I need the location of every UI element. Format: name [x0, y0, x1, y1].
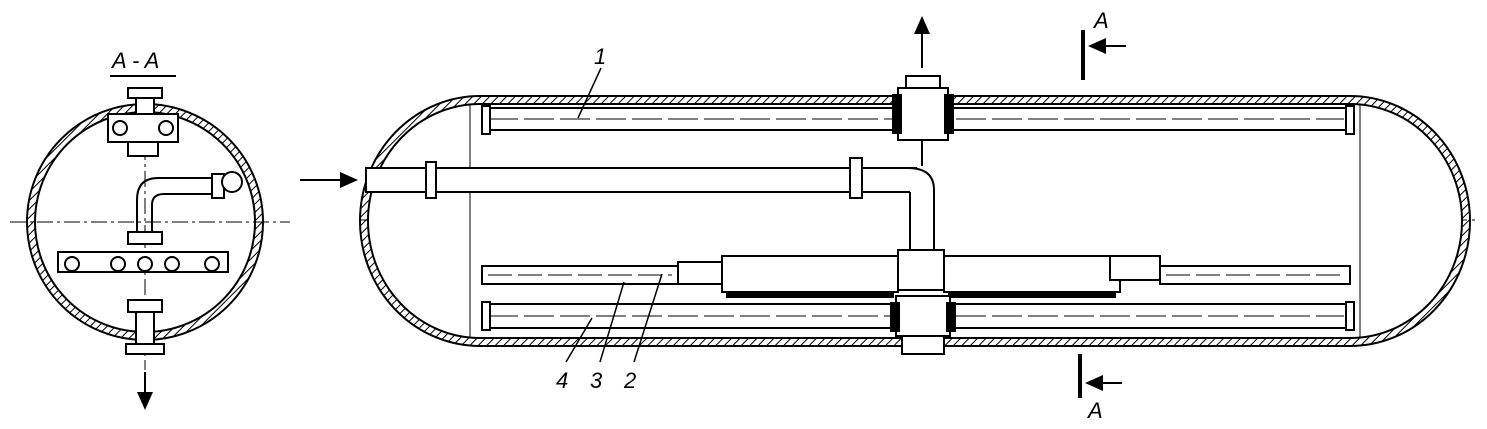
section-title: A - A	[110, 48, 159, 73]
section-top-tube-left	[112, 120, 128, 136]
section-tube-1	[64, 256, 80, 272]
leader-2	[633, 273, 663, 363]
lower-tube-right-end	[1345, 301, 1355, 331]
upper-tube-right-end	[1345, 105, 1355, 135]
lower-tube-left-end	[481, 301, 491, 331]
section-inlet-flange-lower	[127, 231, 163, 245]
upper-tube-left-end	[481, 105, 491, 135]
section-top-nozzle-flange	[127, 87, 163, 99]
bottom-collector-flange-right	[946, 302, 956, 332]
inlet-pipe	[365, 167, 917, 193]
middle-collector-right	[943, 255, 1121, 293]
section-top-nozzle	[135, 97, 155, 115]
section-tube-2	[110, 256, 126, 272]
section-bottom-nozzle	[135, 311, 155, 347]
bottom-nozzle	[901, 335, 945, 355]
section-bottom-nozzle-flange	[125, 343, 165, 355]
middle-collector-left	[721, 255, 899, 293]
section-inlet-elbow-end	[221, 171, 243, 193]
cut-label-top: A	[1092, 8, 1109, 33]
middle-tube-reducer	[677, 261, 723, 285]
top-collector-flange-left	[892, 94, 902, 134]
top-collector-body	[897, 87, 949, 141]
inlet-flange-2	[849, 157, 863, 199]
top-nozzle-flange	[905, 75, 941, 89]
top-collector-flange-right	[944, 94, 954, 134]
inlet-elbow-down	[907, 167, 935, 257]
middle-collector-left-base	[726, 292, 894, 298]
leader-3	[599, 281, 625, 363]
section-inlet-pipe-inner	[151, 193, 220, 238]
section-tube-4	[164, 256, 180, 272]
section-tube-5	[204, 256, 220, 272]
section-top-tube-right	[158, 120, 174, 136]
inlet-flange-1	[425, 161, 437, 199]
cut-label-bottom: A	[1086, 398, 1103, 423]
middle-tube-right	[1159, 265, 1351, 285]
middle-tube-reducer-right	[1109, 255, 1161, 281]
bottom-collector-body	[895, 295, 951, 337]
section-top-collector-base	[127, 141, 159, 157]
section-view: A - A	[10, 48, 290, 410]
leader-1	[577, 67, 602, 119]
section-inlet-pipe-outer	[136, 177, 220, 238]
leader-4	[565, 317, 593, 363]
part-label-2: 2	[623, 368, 636, 393]
section-bottom-nozzle-flange-top	[127, 299, 163, 313]
longitudinal-view: A A 1 2 3 4	[300, 8, 1480, 423]
part-label-1: 1	[594, 44, 606, 69]
middle-tee	[897, 249, 945, 291]
part-label-3: 3	[590, 368, 603, 393]
bottom-collector-flange-left	[890, 302, 900, 332]
part-label-4: 4	[556, 368, 568, 393]
section-tube-3	[137, 256, 153, 272]
middle-collector-right-base	[948, 292, 1116, 298]
